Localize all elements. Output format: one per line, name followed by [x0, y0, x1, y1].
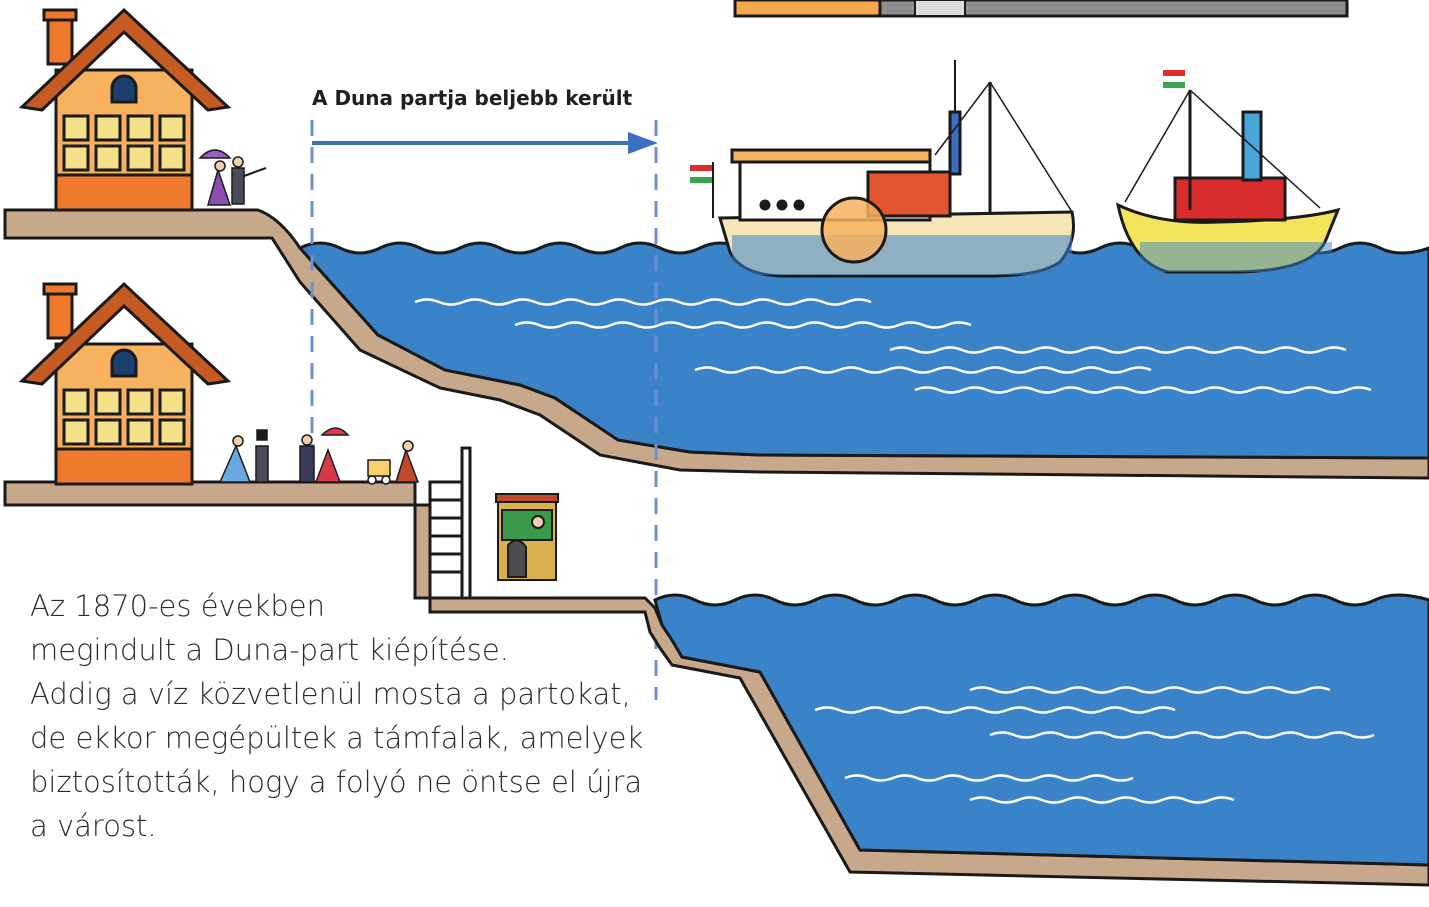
river-water-bottom — [653, 593, 1429, 867]
steamboat — [1115, 70, 1341, 274]
house-top — [18, 7, 232, 212]
house-bottom — [18, 281, 232, 486]
horse-tram — [495, 493, 559, 581]
arrow-label: A Duna partja beljebb került — [312, 86, 633, 110]
caption-text: Az 1870-es években megindult a Duna-part… — [30, 584, 670, 848]
people-bottom — [218, 427, 420, 485]
caption-line: biztosították, hogy a folyó ne öntse el … — [30, 765, 643, 799]
stairs — [428, 446, 472, 600]
caption-line: megindult a Duna-part kiépítése. — [30, 633, 509, 667]
waves-top — [414, 298, 1372, 394]
caption-line: Addig a víz közvetlenül mosta a partokat… — [30, 677, 631, 711]
embankment-bottom — [3, 480, 1429, 887]
people-top — [198, 149, 267, 206]
shift-arrow — [312, 132, 658, 154]
caption-line: de ekkor megépültek a támfalak, amelyek — [30, 721, 644, 755]
waves-bottom — [814, 686, 1375, 804]
caption-line: a várost. — [30, 809, 157, 843]
paddle-steamer — [690, 60, 1075, 278]
building-top-cropped — [733, 0, 1349, 18]
caption-line: Az 1870-es években — [30, 589, 325, 623]
